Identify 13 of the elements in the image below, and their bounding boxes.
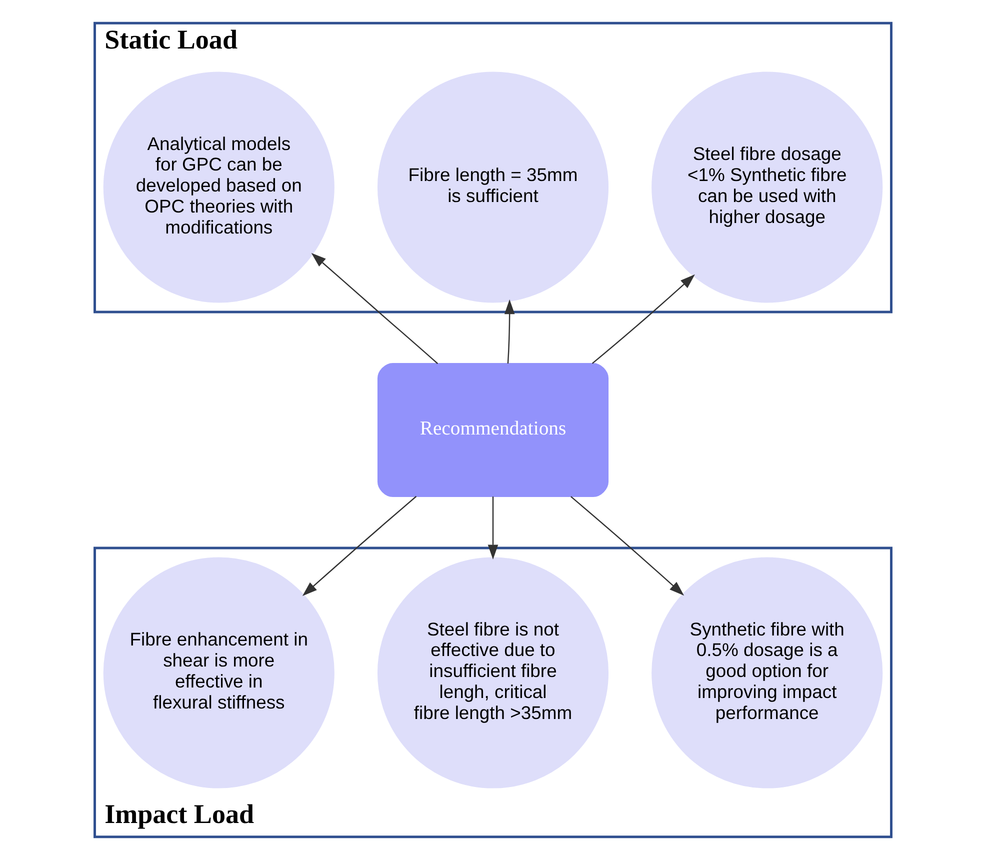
node-box: Recommendations	[376, 363, 608, 497]
node-circle: Steel fibre dosage <1% Synthetic fibre can be used with higher dosage	[651, 72, 882, 303]
node-circle: Synthetic fibre with 0.5% dosage is a good option for improving impact performance	[651, 557, 882, 788]
arrow	[570, 496, 684, 596]
arrow	[591, 274, 694, 364]
node-circle: Steel fibre is not effective due to insufficient fibre lengh, critical fibre length >35mm	[376, 557, 608, 788]
node-circle: Fibre enhancement in shear is more effective in flexural stiffness	[102, 557, 334, 788]
arrow	[302, 496, 416, 596]
arrow	[487, 496, 498, 560]
node-circle: Fibre length = 35mm is sufficient	[376, 72, 608, 303]
node-circle: Analytical models for GPC can be developed based on OPC theories with modifications	[102, 72, 334, 303]
arrow	[504, 299, 514, 364]
arrow	[310, 252, 438, 364]
